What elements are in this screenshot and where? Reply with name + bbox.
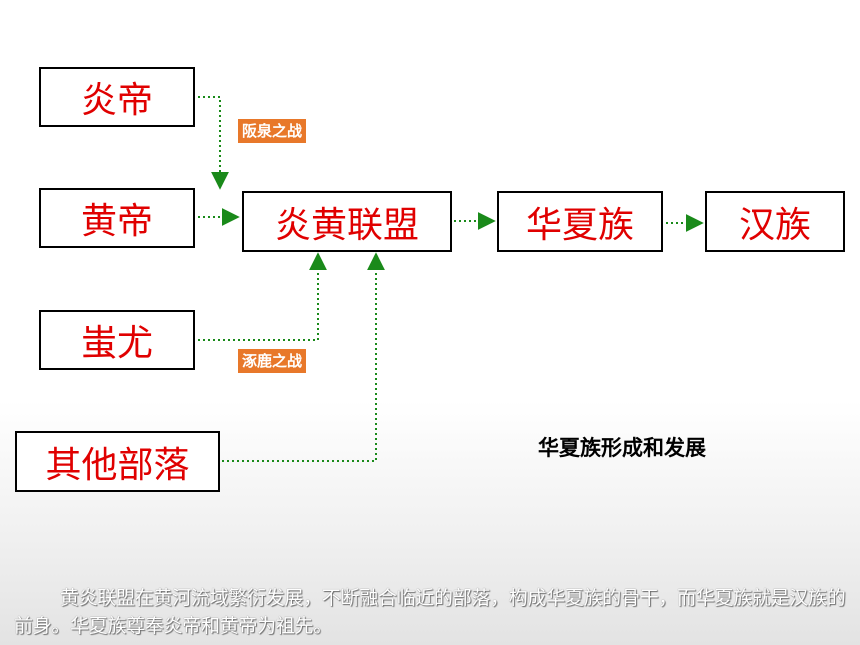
arrow-tribes-to-alliance: [222, 252, 385, 462]
node-yandi: 炎帝: [39, 67, 195, 127]
node-other-tribes: 其他部落: [15, 431, 220, 492]
battle-tag-banquan: 阪泉之战: [238, 119, 307, 143]
node-huangdi: 黄帝: [39, 188, 195, 248]
node-huaxia: 华夏族: [497, 191, 663, 252]
battle-tag-zhuolu: 涿鹿之战: [238, 349, 307, 373]
caption-text: 黄炎联盟在黄河流域繁衍发展，不断融合临近的部落，构成华夏族的骨干，而华夏族就是汉…: [14, 587, 846, 637]
node-han: 汉族: [705, 191, 845, 252]
arrow-yandi-to-huangdi: [198, 96, 229, 190]
node-chiyou: 蚩尤: [39, 310, 195, 370]
arrow-chiyou-to-alliance: [198, 252, 327, 341]
node-alliance: 炎黄联盟: [242, 191, 452, 252]
diagram-title: 华夏族形成和发展: [538, 436, 706, 460]
